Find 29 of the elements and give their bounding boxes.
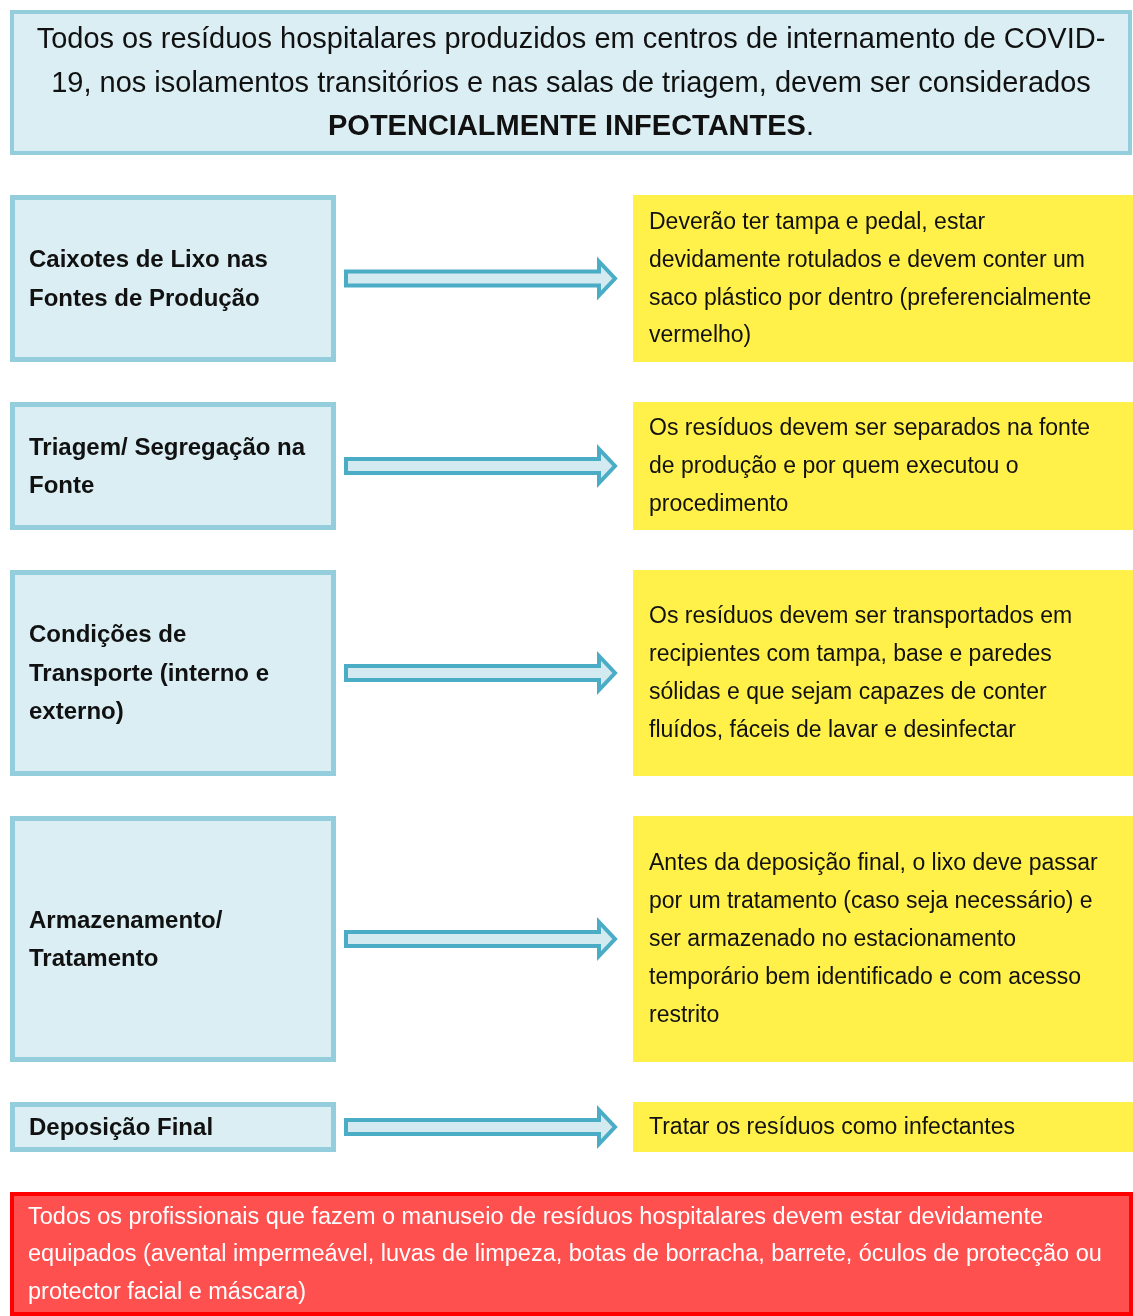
box-text: Antes da deposição final, o lixo deve passar por um tratamento (caso seja necessário) e ser armazenado no estacionamento temporário bem identificado e com acesso restrito [649,848,1099,1029]
block-arrow [344,443,618,489]
description-box [633,1102,1133,1152]
box-text: Todos os resíduos hospitalares produzidos em centros de internamento de COVID-19, nos isolamentos transitórios e nas salas de triagem, devem ser considerados POTENCIALMENTE INFECTANTES. [35,21,1107,144]
step-box [10,402,336,530]
block-arrow [344,1104,618,1150]
warning-box [10,1192,1133,1316]
step-box [10,195,336,362]
step-box [10,570,336,776]
block-arrow [344,916,618,962]
box-text: Deposição Final [29,1111,214,1142]
box-text: Todos os profissionais que fazem o manuseio de resíduos hospitalares devem estar devidamente equipados (avental impermeável, luvas de limpeza, botas de borracha, barrete, óculos de protecção ou protector facial e máscara) [28,1201,1103,1306]
description-box [633,195,1133,362]
block-arrow [344,650,618,696]
box-text: Armazenamento/ Tratamento [29,904,224,973]
box-text: Os resíduos devem ser separados na fonte de produção e por quem executou o procedimento [649,413,1092,518]
block-arrow [344,256,618,301]
header-box [10,10,1132,155]
box-text: Deverão ter tampa e pedal, estar devidamente rotulados e devem conter um saco plástico por dentro (preferencialmente vermelho) [649,206,1093,350]
step-box [10,816,336,1062]
box-text: Tratar os resíduos como infectantes [649,1112,1016,1142]
box-text: Condições de Transporte (interno e externo) [29,619,271,727]
box-text: Caixotes de Lixo nas Fontes de Produção [29,244,269,313]
box-text: Triagem/ Segregação na Fonte [29,431,307,500]
box-text: Os resíduos devem ser transportados em recipientes com tampa, base e paredes sólidas e que sejam capazes de conter fluídos, fáceis de lavar e desinfectar [649,601,1074,744]
description-box [633,816,1133,1062]
step-box [10,1102,336,1152]
description-box [633,402,1133,530]
description-box [633,570,1133,776]
